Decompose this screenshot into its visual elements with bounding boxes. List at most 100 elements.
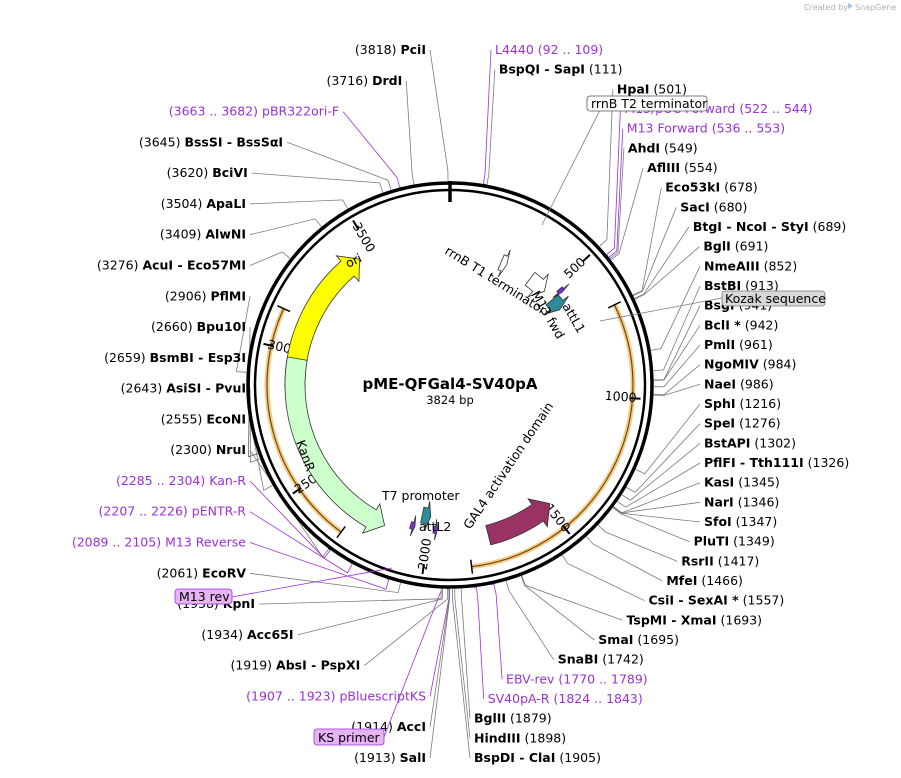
site-enzyme: AlwNI: [205, 227, 246, 242]
site-leader: [633, 207, 677, 296]
rrnb-t2-terminator-box: rrnB T2 terminator: [541, 95, 708, 226]
site-enzyme: NruI: [216, 442, 246, 457]
site-enzyme: SalI: [400, 750, 426, 765]
site-position: (92 .. 109): [538, 42, 603, 57]
site-enzyme: RsrII: [681, 553, 714, 568]
bp-tick-label: 1000: [604, 388, 637, 405]
site-position: (1919): [230, 658, 272, 673]
site-position: (2207 .. 2226): [99, 504, 188, 519]
site-position: (501): [653, 81, 687, 96]
site-position: (2660): [151, 319, 193, 334]
site-label: CsiI - SexAI * (1557): [648, 593, 784, 608]
feature-attl2-arrow: [420, 501, 432, 531]
site-label: (2643) AsiSI - PvuI: [121, 381, 246, 396]
site-position: (2089 .. 2105): [72, 535, 161, 550]
site-position: (1345): [738, 475, 780, 490]
site-leader: [521, 575, 623, 621]
site-label: (2660) Bpu10I: [151, 319, 246, 334]
site-position: (852): [764, 258, 798, 273]
site-label: SfoI (1347): [704, 514, 777, 529]
site-leader: [429, 49, 449, 182]
site-leader: [606, 108, 621, 255]
site-leader: [635, 403, 701, 475]
site-label: L4440 (92 .. 109): [495, 42, 603, 57]
site-enzyme: AflIII: [647, 160, 680, 175]
site-leader: [476, 587, 485, 700]
site-label: (2555) EcoNI: [161, 411, 246, 426]
site-position: (1326): [808, 455, 850, 470]
site-position: (1216): [740, 396, 782, 411]
site-leader: [599, 89, 614, 247]
site-enzyme: CsiI - SexAI *: [648, 593, 739, 608]
site-leader: [653, 364, 701, 396]
site-leader: [586, 536, 663, 582]
rrnb-t2-terminator-label: rrnB T2 terminator: [591, 96, 708, 111]
site-label: (1919) AbsI - PspXI: [230, 658, 360, 673]
site-enzyme: BciVI: [212, 165, 248, 180]
site-enzyme: BglII: [474, 711, 506, 726]
site-label: (3276) AcuI - Eco57MI: [97, 257, 246, 272]
site-position: (536 .. 553): [712, 121, 785, 136]
site-position: (3716): [327, 73, 369, 88]
orf-arcs: [264, 301, 636, 574]
m13-rev-label: M13 rev: [179, 589, 230, 604]
site-position: (678): [724, 180, 758, 195]
site-position: (1695): [637, 632, 679, 647]
site-position: (1913): [354, 750, 396, 765]
site-leader: [429, 588, 451, 759]
site-label: (3663 .. 3682) pBR322ori-F: [169, 104, 339, 119]
site-label: NgoMIV (984): [704, 357, 796, 372]
site-position: (3504): [161, 196, 203, 211]
site-label: SmaI (1695): [598, 632, 679, 647]
site-label: PmlI (961): [704, 337, 773, 352]
site-leader: [610, 167, 644, 261]
site-enzyme: NgoMIV: [704, 357, 759, 372]
site-enzyme: AccI: [397, 719, 426, 734]
site-enzyme: AcuI - Eco57MI: [142, 257, 246, 272]
site-enzyme: PluTI: [694, 534, 730, 549]
site-leader: [634, 226, 690, 299]
site-leader: [486, 69, 496, 185]
site-leader: [460, 588, 471, 719]
m13-rev-box: M13 rev: [174, 567, 393, 605]
ks-primer-box: KS primer: [313, 590, 442, 746]
kozak-sequence-label: Kozak sequence: [725, 291, 826, 306]
site-position: (2061): [157, 565, 199, 580]
feature-m13-rev-arrow: [432, 519, 438, 541]
site-position: (1346): [738, 494, 780, 509]
site-position: (3645): [139, 134, 181, 149]
site-enzyme: BspDI - ClaI: [474, 750, 555, 765]
site-leader: [621, 442, 701, 501]
site-enzyme: HindIII: [474, 730, 521, 745]
site-position: (1693): [720, 612, 762, 627]
site-label: SpeI (1276): [704, 416, 781, 431]
orf-end-tick: [277, 305, 291, 313]
site-leader: [634, 246, 700, 300]
site-enzyme: HpaI: [617, 81, 650, 96]
site-label: BglI (691): [703, 239, 768, 254]
site-position: (691): [735, 239, 769, 254]
bp-tick-label: 500: [561, 254, 589, 281]
site-leader: [297, 588, 443, 636]
site-leader: [653, 344, 701, 388]
site-leader: [251, 172, 384, 193]
site-enzyme: PflMI: [210, 288, 246, 303]
feature-attl1-arrow: [544, 294, 569, 315]
site-label: BclI * (942): [704, 317, 778, 332]
site-position: (2906): [165, 288, 207, 303]
site-position: (3663 .. 3682): [169, 104, 258, 119]
site-leader: [493, 584, 503, 680]
site-enzyme: EcoRV: [202, 565, 246, 580]
bp-tick: [562, 525, 571, 535]
feature-label-m13-fwd: M13 fwd: [528, 288, 567, 341]
site-enzyme: BstAPI: [704, 435, 750, 450]
site-label: RsrII (1417): [681, 553, 759, 568]
credit-brand: SnapGene: [855, 3, 896, 12]
site-label: TspMI - XmaI (1693): [627, 612, 763, 627]
site-label: (2659) BsmBI - Esp3I: [104, 350, 246, 365]
bp-tick: [421, 563, 425, 575]
site-enzyme: AhdI: [628, 140, 660, 155]
site-leader: [405, 80, 415, 185]
site-position: (1302): [754, 435, 796, 450]
site-leader: [429, 589, 450, 728]
